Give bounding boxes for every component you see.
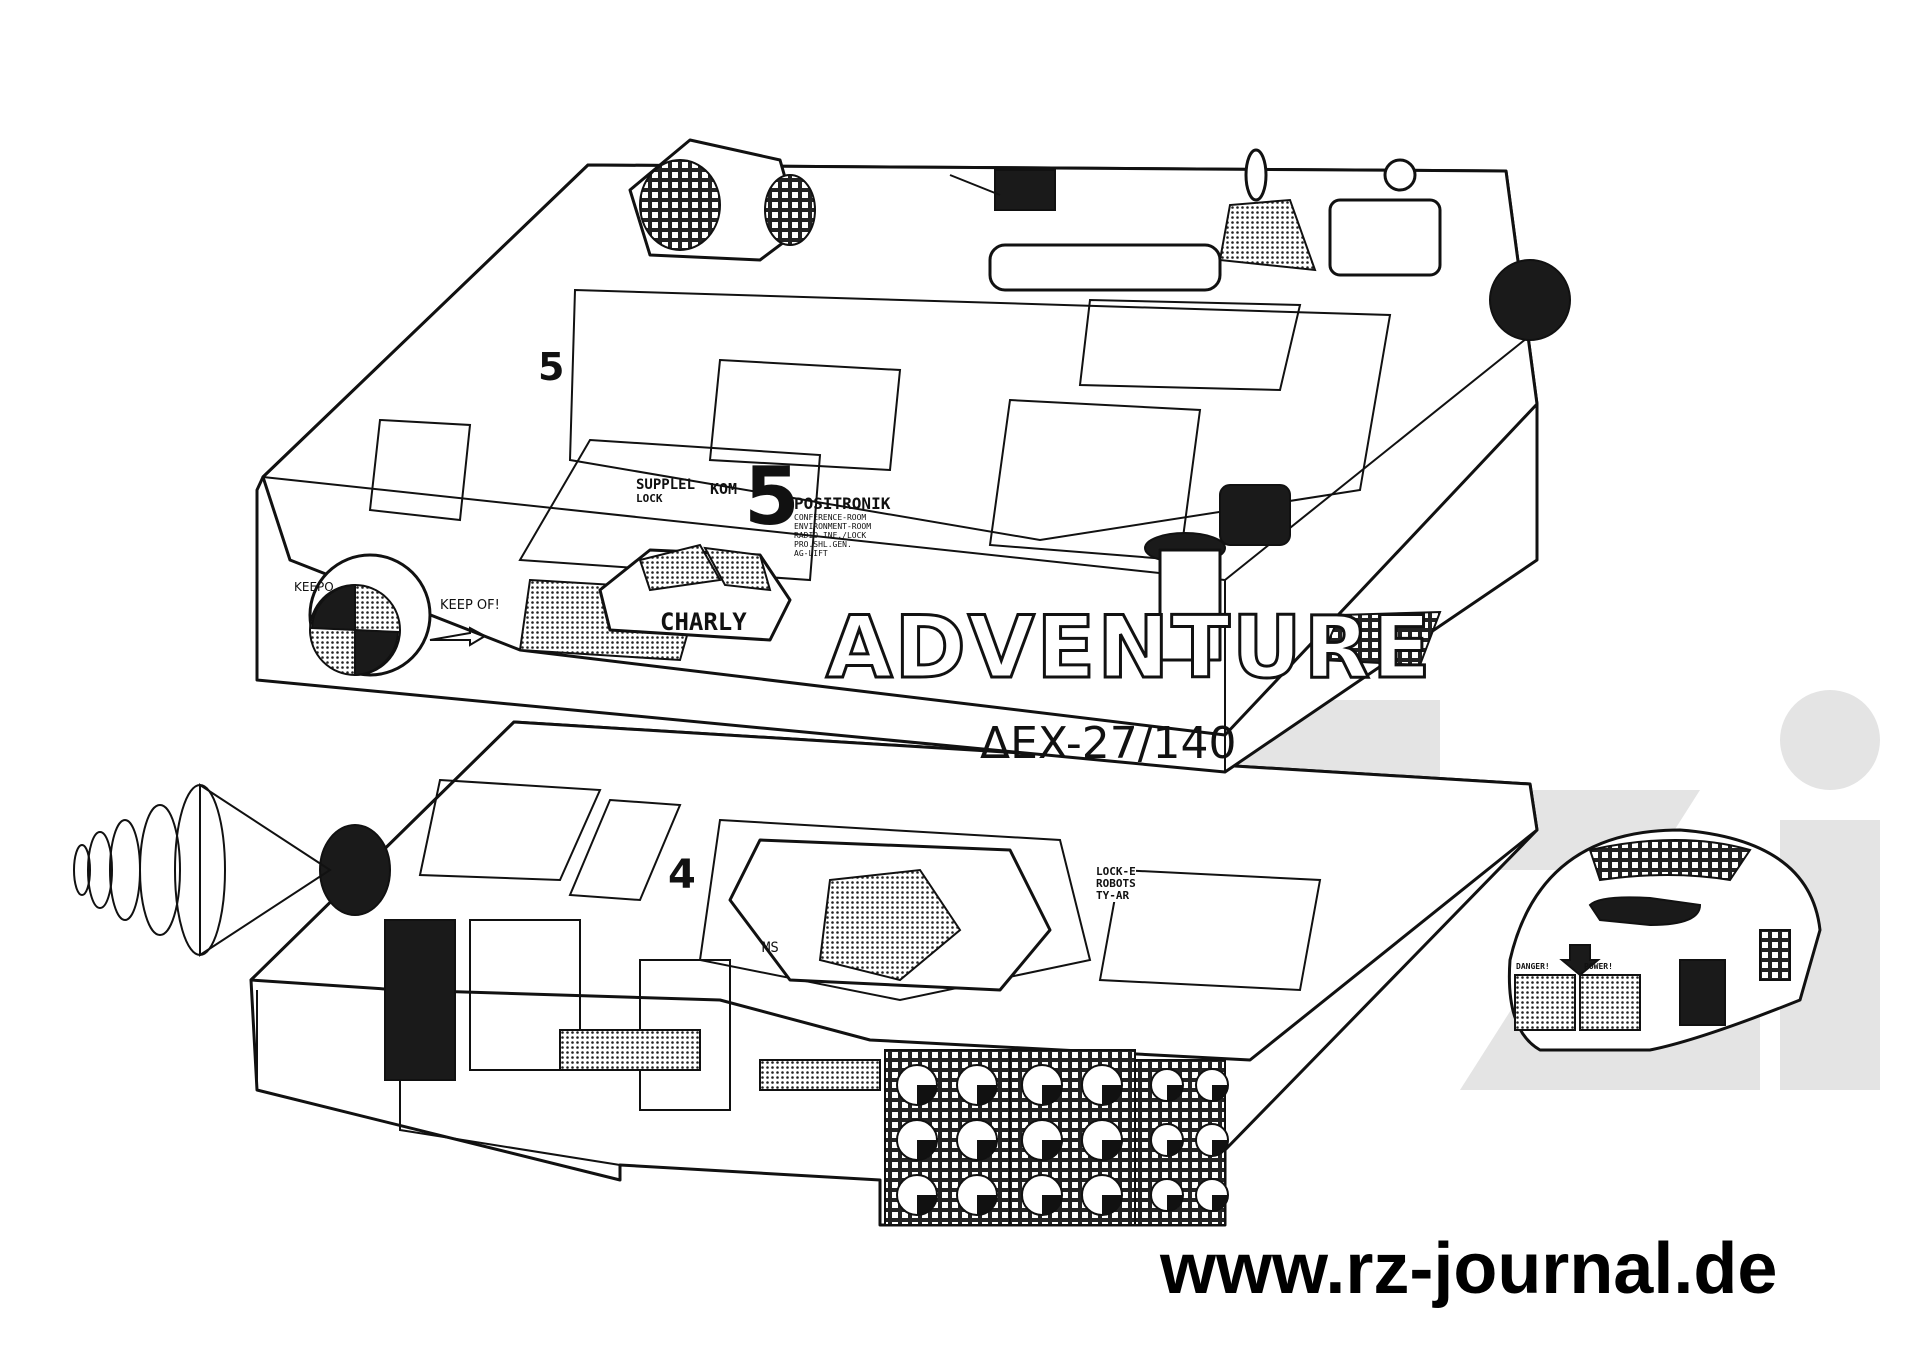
warning-right-label: KEEP OF!	[440, 598, 500, 613]
engine-dial-segment	[1042, 1085, 1062, 1105]
ship-name-label: ADVENTURE	[825, 597, 1433, 700]
positronik-line: PRO.SHL.GEN.	[794, 540, 852, 549]
shuttle-name-label: CHARLY	[660, 608, 747, 636]
positronik-line: ENVIRONMENT-ROOM	[794, 522, 872, 531]
upper-deck	[255, 138, 1571, 774]
lower-deck	[73, 720, 1822, 1227]
engine-dial-segment	[1102, 1140, 1122, 1160]
engine-dial-segment	[977, 1085, 997, 1105]
pod-label-danger: DANGER!	[1516, 962, 1550, 971]
ms-label: MS	[762, 940, 779, 956]
deck-number-label: 5	[744, 450, 800, 543]
supply-sign-text: SUPPLEL	[636, 477, 696, 493]
engine-dial-segment	[1102, 1085, 1122, 1105]
airlock-ball	[308, 553, 488, 677]
sensor-dome	[628, 138, 816, 262]
engine-dial-segment	[1042, 1195, 1062, 1215]
gun-turret	[949, 148, 1571, 341]
robot-sign-line: ROBOTS	[1096, 877, 1136, 890]
engine-dial-segment	[1167, 1195, 1183, 1211]
engine-dial-segment	[917, 1085, 937, 1105]
detached-pod	[1507, 828, 1822, 1052]
engine-module-bank	[884, 1049, 1229, 1226]
engine-dial-segment	[1167, 1140, 1183, 1156]
supply-lock-sign: SUPPLEL LOCK	[636, 478, 695, 506]
side-deck-number-label: 5	[538, 345, 565, 389]
lower-deck-number-label: 4	[668, 852, 696, 898]
positronik-title: POSITRONIK	[794, 494, 891, 513]
robot-sign: LOCK-E ROBOTS TY-AR	[1096, 866, 1136, 902]
positronik-line: AG-LIFT	[794, 549, 828, 558]
pod-label-power: POWER!	[1584, 962, 1613, 971]
engine-dial-segment	[977, 1140, 997, 1160]
engine-dial-segment	[1212, 1195, 1228, 1211]
engine-dial-segment	[1212, 1085, 1228, 1101]
lock-sign-text: LOCK	[636, 492, 663, 505]
engine-dial-segment	[1167, 1085, 1183, 1101]
positronik-line: CONFERENCE-ROOM	[794, 513, 867, 522]
registration-label: ΔEX-27/140	[980, 718, 1237, 769]
sensor-cone-emitter	[73, 783, 391, 957]
engine-dial-segment	[1212, 1140, 1228, 1156]
engine-dial-segment	[1102, 1195, 1122, 1215]
watermark-url: www.rz-journal.de	[1160, 1229, 1778, 1309]
positronik-line: RADIO INF./LOCK	[794, 531, 867, 540]
engine-dial-segment	[977, 1195, 997, 1215]
warning-left-label: KEEPO	[294, 580, 334, 594]
kom-sign: KOM	[710, 480, 738, 498]
robot-sign-line: TY-AR	[1096, 889, 1130, 902]
robot-sign-line: LOCK-E	[1096, 865, 1136, 878]
engine-dial-segment	[917, 1140, 937, 1160]
engine-dial-segment	[1042, 1140, 1062, 1160]
positronik-sign: POSITRONIK CONFERENCE-ROOM ENVIRONMENT-R…	[794, 494, 890, 558]
engine-dial-segment	[917, 1195, 937, 1215]
